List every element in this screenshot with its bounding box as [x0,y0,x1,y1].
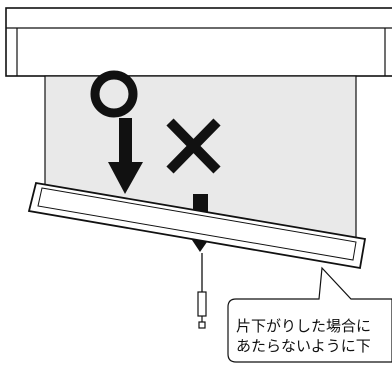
callout-text-line-1: 片下がりした場合に [236,317,372,335]
pull-cord [197,253,207,329]
callout-text-line-2: あたらないように下 [236,337,371,355]
correct-mark-icon [90,70,143,194]
screen-housing [5,7,392,77]
callout-bubble [227,266,392,363]
weight-bar [27,181,367,270]
